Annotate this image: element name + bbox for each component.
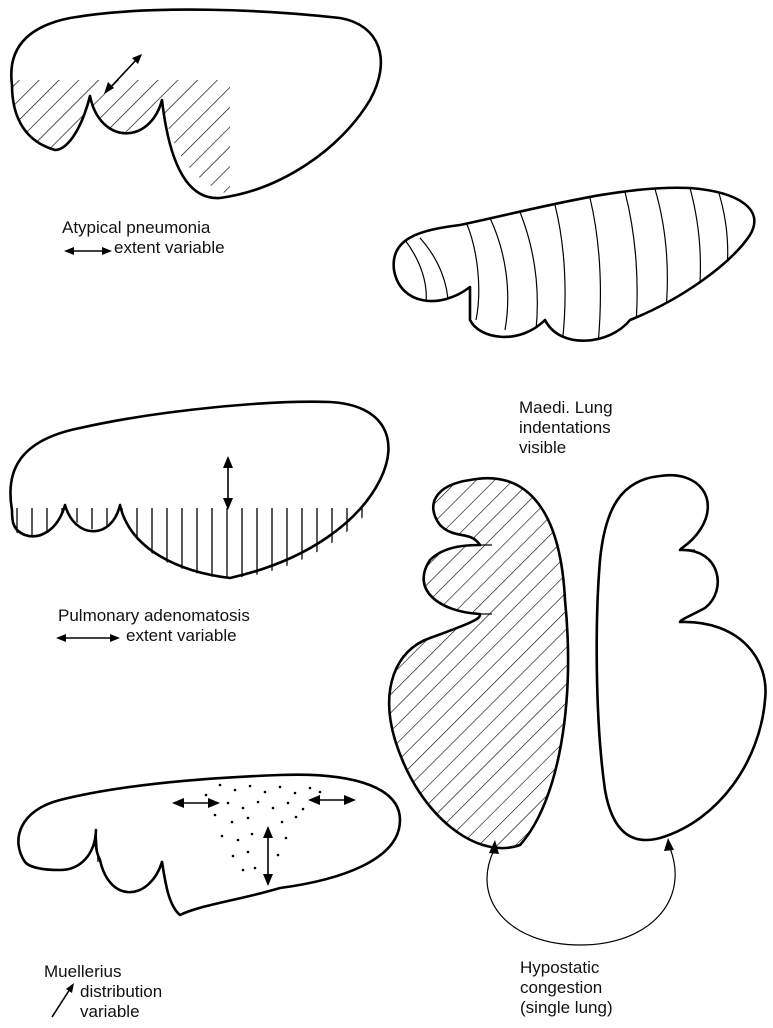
- caption-muellerius: Muellerius distribution variable: [44, 962, 162, 1022]
- right-lung-outline: [597, 475, 766, 840]
- maedi-indentation-lines: [405, 188, 728, 345]
- adenomatosis-hatched-region: [11, 505, 372, 578]
- caption-pulmonary-adenomatosis: Pulmonary adenomatosis extent variable: [58, 606, 250, 646]
- caption-atypical-pneumonia: Atypical pneumonia extent variable: [62, 218, 225, 258]
- caption-line: visible: [519, 438, 613, 458]
- caption-line: distribution: [44, 982, 162, 1002]
- caption-line: congestion: [520, 978, 613, 998]
- caption-maedi: Maedi. Lung indentations visible: [519, 398, 613, 458]
- dot-stipple-icon: [205, 784, 322, 872]
- pulmonary-adenomatosis-lung: [10, 402, 388, 578]
- caption-line: indentations: [519, 418, 613, 438]
- caption-line: Pulmonary adenomatosis: [58, 606, 250, 626]
- left-lung-hatched: [389, 478, 568, 848]
- hypostatic-congestion-lungs: [389, 475, 765, 945]
- caption-line: variable: [44, 1002, 162, 1022]
- caption-line: Hypostatic: [520, 958, 613, 978]
- caption-line: Muellerius: [44, 962, 162, 982]
- atypical-hatched-region: [12, 80, 230, 195]
- muellerius-lung: [18, 775, 400, 915]
- curved-arrow-icon: [487, 848, 675, 945]
- atypical-pneumonia-lung: [11, 10, 381, 198]
- muellerius-lung-outline: [18, 775, 400, 915]
- caption-line: (single lung): [520, 998, 613, 1018]
- caption-line: Atypical pneumonia: [62, 218, 225, 238]
- maedi-lung: [394, 188, 755, 345]
- caption-line: extent variable: [62, 238, 225, 258]
- caption-line: Maedi. Lung: [519, 398, 613, 418]
- caption-line: extent variable: [58, 626, 250, 646]
- caption-hypostatic-congestion: Hypostatic congestion (single lung): [520, 958, 613, 1018]
